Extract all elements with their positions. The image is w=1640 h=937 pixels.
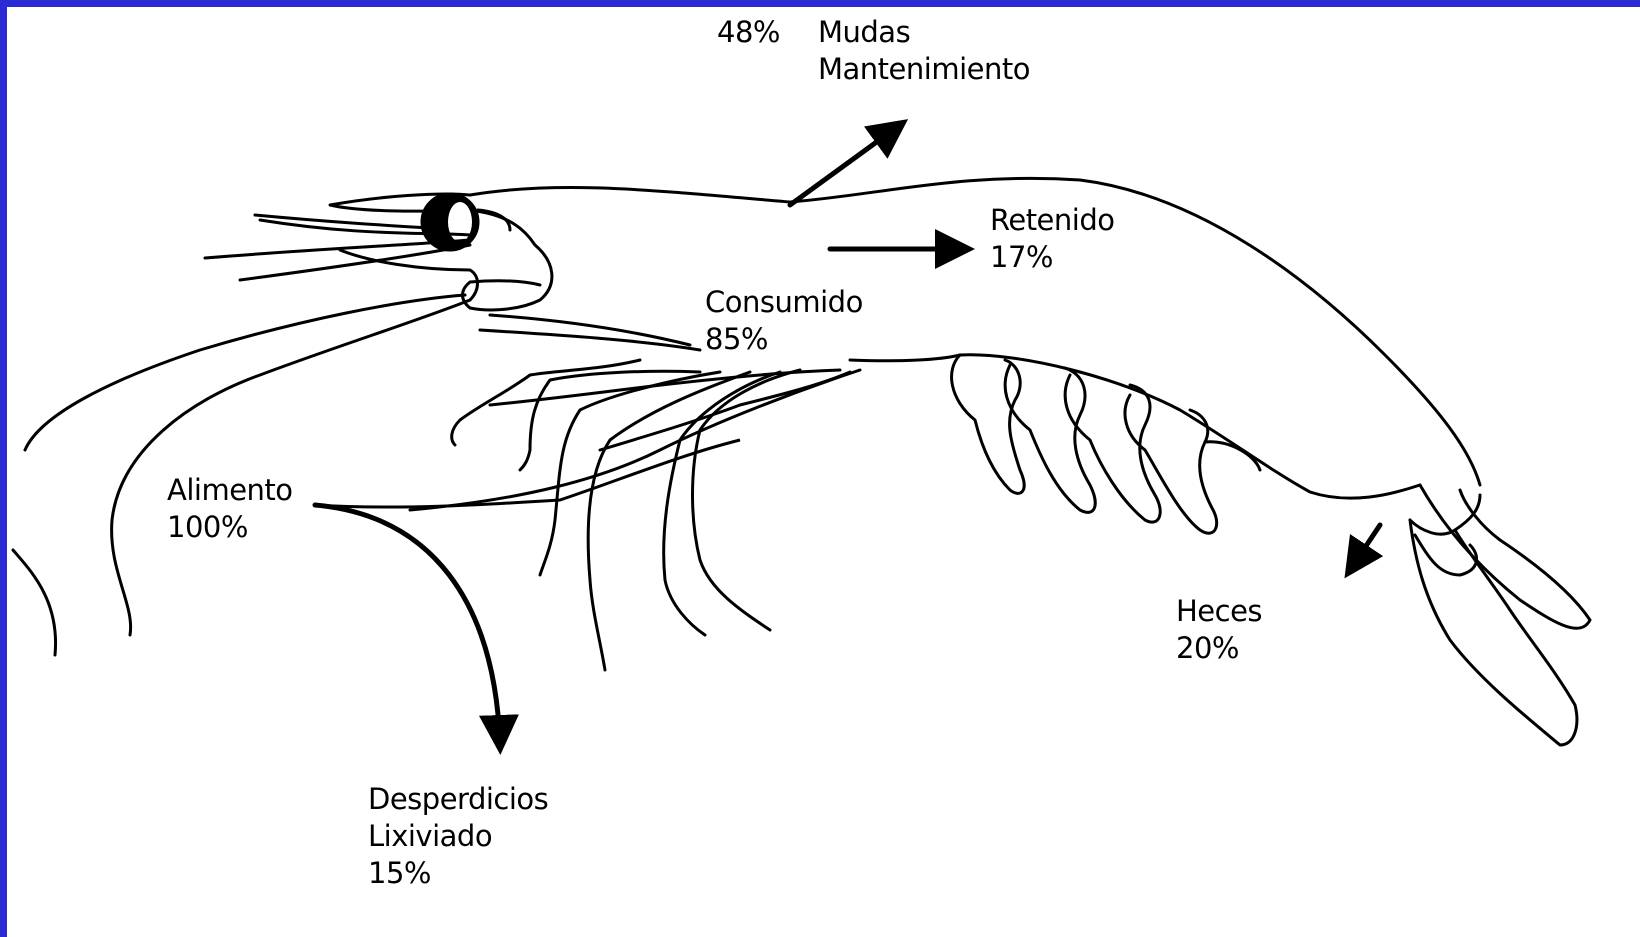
mudas-percent: 48% <box>717 14 780 51</box>
alimento-label-line2: 100% <box>167 509 293 546</box>
heces-label-line1: Heces <box>1176 593 1262 630</box>
shrimp-telson <box>1420 485 1590 628</box>
desperdicios-label-line3: 15% <box>368 855 548 892</box>
alimento-label: Alimento 100% <box>167 472 293 546</box>
mudas-label-line2: Mantenimiento <box>818 51 1030 88</box>
shrimp-leg-3 <box>490 370 840 405</box>
desperdicios-label-line1: Desperdicios <box>368 781 548 818</box>
shrimp-head-front <box>470 210 552 310</box>
desperdicios-label: Desperdicios Lixiviado 15% <box>368 781 548 892</box>
shrimp-antenna-1 <box>25 295 465 450</box>
heces-label-line2: 20% <box>1176 630 1262 667</box>
shrimp-ventral-line <box>850 355 1420 498</box>
retenido-label-line2: 17% <box>990 239 1115 276</box>
arrow-desperdicios <box>315 505 500 745</box>
shrimp-antenna-3 <box>13 550 56 655</box>
shrimp-pleopod-3 <box>1065 375 1160 522</box>
consumido-label-line1: Consumido <box>705 284 863 321</box>
mudas-label-line1: Mudas <box>818 14 1030 51</box>
shrimp-leg-6 <box>588 372 750 670</box>
retenido-label: Retenido 17% <box>990 202 1115 276</box>
mudas-label: Mudas Mantenimiento <box>818 14 1030 88</box>
arrow-mudas <box>790 125 900 205</box>
desperdicios-label-line2: Lixiviado <box>368 818 548 855</box>
shrimp-antenna-2 <box>112 300 470 635</box>
shrimp-leg-8 <box>520 371 700 470</box>
shrimp-leg-2 <box>600 372 850 450</box>
alimento-label-line1: Alimento <box>167 472 293 509</box>
heces-label: Heces 20% <box>1176 593 1262 667</box>
consumido-label: Consumido 85% <box>705 284 863 358</box>
retenido-label-line1: Retenido <box>990 202 1115 239</box>
consumido-label-line2: 85% <box>705 321 863 358</box>
shrimp-uropod <box>1410 520 1577 745</box>
arrow-heces <box>1350 525 1380 570</box>
shrimp-pleopod-4 <box>1125 395 1217 533</box>
shrimp-pleopod-1 <box>952 355 1025 493</box>
